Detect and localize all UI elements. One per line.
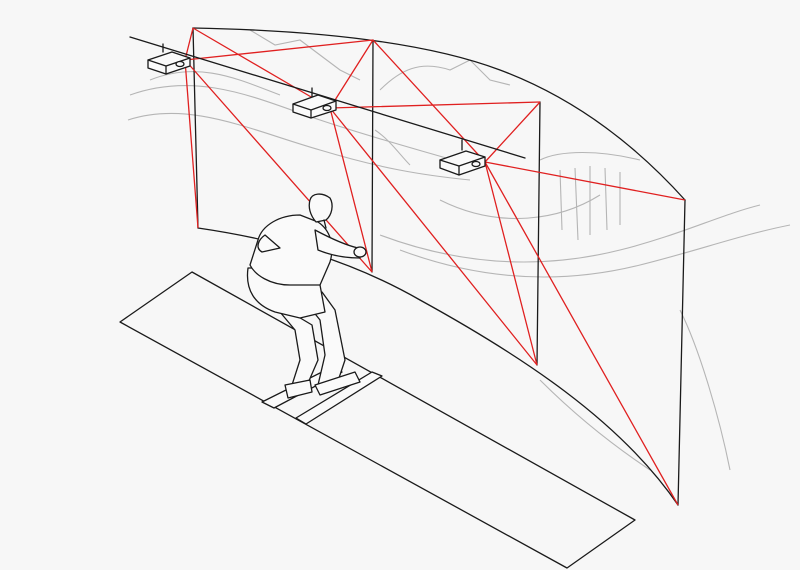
projection-rays (184, 27, 686, 506)
scenery-contours (127, 29, 791, 471)
projector-2 (292, 87, 337, 119)
skier-figure (246, 193, 383, 425)
projector-3 (439, 139, 486, 176)
floor-mat (119, 271, 636, 569)
projector-1 (147, 43, 191, 75)
